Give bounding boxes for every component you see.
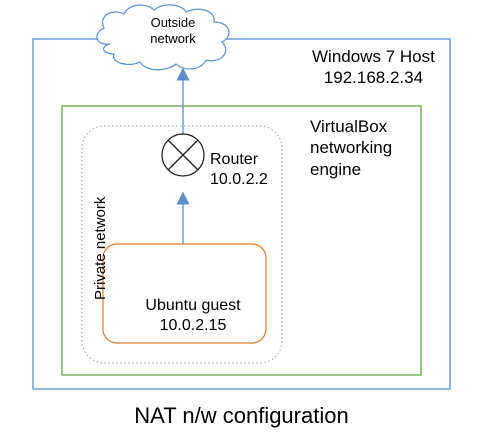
windows-host-name: Windows 7 Host — [312, 47, 435, 66]
private-network-box — [81, 125, 283, 364]
guest-name: Ubuntu guest — [145, 297, 241, 314]
virtualbox-engine-label: VirtualBox networking engine — [310, 116, 392, 180]
engine-line-2: networking — [310, 138, 393, 158]
windows-host-ip: 192.168.2.34 — [323, 68, 424, 88]
ubuntu-guest-box — [102, 243, 267, 344]
router-icon — [161, 133, 205, 177]
cloud-icon — [96, 4, 230, 71]
router-ip: 10.0.2.2 — [210, 171, 268, 188]
router-label: Router 10.0.2.2 — [210, 150, 268, 190]
windows-host-label: Windows 7 Host 192.168.2.34 — [312, 46, 435, 89]
engine-line-1: VirtualBox — [310, 117, 388, 136]
outside-line-2: network — [150, 31, 196, 47]
ubuntu-guest-label: Ubuntu guest 10.0.2.15 — [118, 296, 268, 336]
outside-line-1: Outside — [150, 15, 196, 30]
outside-network-label: Outside network — [118, 15, 228, 48]
diagram-caption: NAT n/w configuration — [134, 403, 349, 428]
windows-host-box — [32, 38, 451, 390]
engine-line-3: engine — [310, 159, 362, 179]
private-network-label: Private network — [92, 196, 109, 300]
virtualbox-engine-box — [61, 105, 422, 376]
router-name: Router — [210, 151, 259, 168]
guest-ip: 10.0.2.15 — [159, 317, 227, 334]
